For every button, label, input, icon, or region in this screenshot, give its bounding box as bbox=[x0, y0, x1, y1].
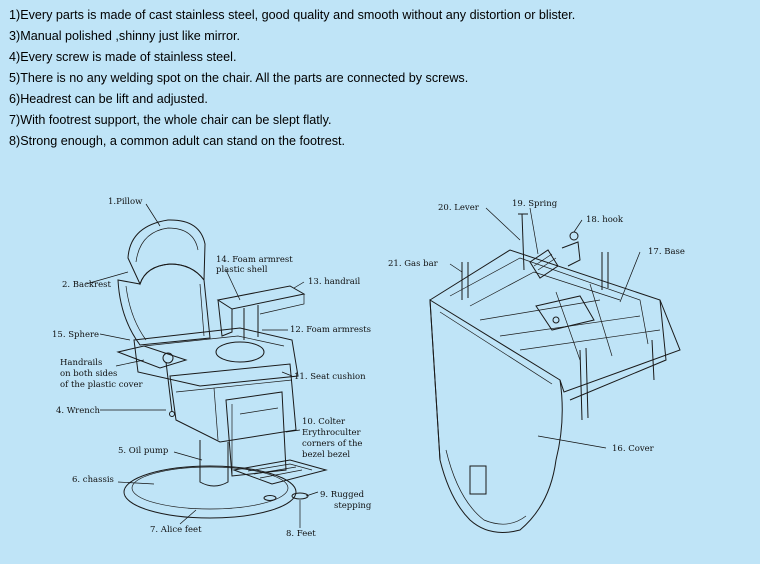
label-colter-4: bezel bezel bbox=[302, 450, 350, 460]
label-colter-3: corners of the bbox=[302, 439, 362, 449]
label-feet: 8. Feet bbox=[286, 529, 316, 539]
base-leader-lines bbox=[449, 207, 641, 449]
label-handrails-3: of the plastic cover bbox=[60, 380, 143, 390]
label-hook: 18. hook bbox=[586, 215, 624, 225]
feature-item-6: 6)Headrest can be lift and adjusted. bbox=[9, 92, 208, 106]
label-cover: 16. Cover bbox=[612, 444, 655, 454]
label-oil-pump: 5. Oil pump bbox=[118, 446, 169, 456]
label-chassis: 6. chassis bbox=[72, 475, 114, 485]
label-rugged-2: stepping bbox=[334, 501, 372, 511]
feature-list: 1)Every parts is made of cast stainless … bbox=[9, 5, 749, 152]
label-rugged-1: 9. Rugged bbox=[320, 490, 365, 500]
chair-leader-lines bbox=[85, 203, 319, 528]
label-gas-bar: 21. Gas bar bbox=[388, 259, 439, 269]
label-colter-2: Erythroculter bbox=[302, 428, 362, 438]
feature-item-1: 1)Every parts is made of cast stainless … bbox=[9, 8, 576, 22]
label-sphere: 15. Sphere bbox=[52, 330, 99, 340]
label-foam-armrest-shell-2: plastic shell bbox=[216, 265, 268, 275]
label-foam-armrests: 12. Foam armrests bbox=[290, 325, 371, 335]
label-handrail: 13. handrail bbox=[308, 277, 361, 287]
label-alice-feet: 7. Alice feet bbox=[150, 525, 202, 535]
label-wrench: 4. Wrench bbox=[56, 406, 100, 416]
feature-item-7: 7)With footrest support, the whole chair… bbox=[9, 113, 332, 127]
label-backrest: 2. Backrest bbox=[62, 280, 111, 290]
label-pillow: 1.Pillow bbox=[108, 197, 143, 207]
label-handrails-1: Handrails bbox=[60, 358, 102, 368]
label-seat-cushion: 11. Seat cushion bbox=[294, 372, 366, 382]
chair-drawing bbox=[116, 219, 328, 519]
feature-item-3: 3)Manual polished ,shinny just like mirr… bbox=[9, 29, 240, 43]
label-base: 17. Base bbox=[648, 247, 685, 257]
base-drawing bbox=[429, 213, 681, 533]
label-foam-armrest-shell-1: 14. Foam armrest bbox=[216, 255, 293, 265]
label-handrails-2: on both sides bbox=[60, 369, 117, 379]
feature-item-5: 5)There is no any welding spot on the ch… bbox=[9, 71, 469, 85]
label-spring: 19. Spring bbox=[512, 199, 558, 209]
label-lever: 20. Lever bbox=[438, 203, 480, 213]
feature-item-8: 8)Strong enough, a common adult can stan… bbox=[9, 134, 346, 148]
feature-item-4: 4)Every screw is made of stainless steel… bbox=[9, 50, 237, 64]
label-colter-1: 10. Colter bbox=[302, 417, 346, 427]
